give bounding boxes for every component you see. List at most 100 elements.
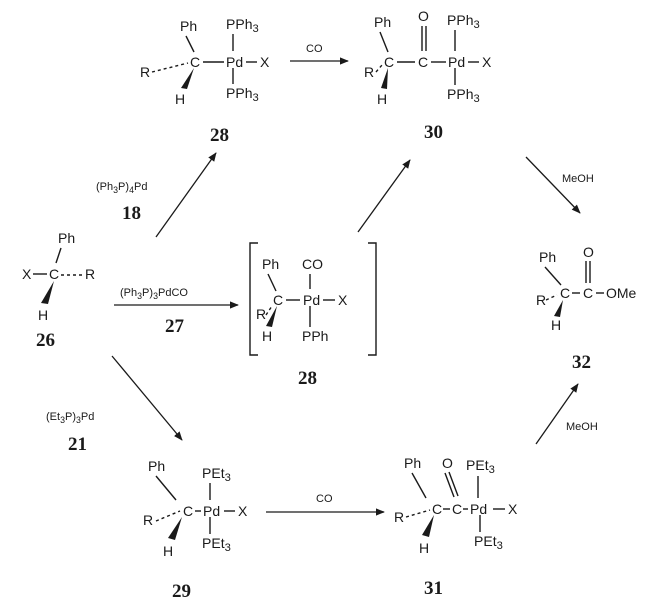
compound-number: 29 bbox=[172, 581, 191, 602]
ligand-bottom-label: PEt3 bbox=[474, 533, 503, 552]
compound-31: Ph R C H C O Pd X PEt3 PEt3 31 bbox=[394, 455, 518, 599]
pd-label: Pd bbox=[448, 54, 465, 70]
compound-28-mid: Ph R C H Pd X CO PPh 28 bbox=[249, 242, 377, 389]
phenyl-label: Ph bbox=[262, 256, 279, 272]
ligand-top-label: PPh3 bbox=[226, 16, 259, 35]
x-label: X bbox=[260, 54, 270, 70]
bond bbox=[411, 472, 427, 499]
meoh-reagent-label: MeOH bbox=[562, 173, 594, 185]
right-bracket bbox=[368, 242, 377, 356]
reagent-18-formula: (Ph3P)4Pd bbox=[96, 181, 147, 195]
ligand-top-label: PPh3 bbox=[447, 12, 480, 31]
phenyl-label: Ph bbox=[404, 455, 421, 471]
reagent-18-number: 18 bbox=[122, 203, 141, 224]
h-label: H bbox=[551, 317, 561, 333]
compound-number: 28 bbox=[298, 368, 317, 389]
carbonyl-carbon-label: C bbox=[452, 501, 462, 517]
reagent-27-formula: (Ph3P)3PdCO bbox=[120, 287, 188, 301]
ligand-bottom-label: PPh3 bbox=[226, 85, 259, 104]
double-bond bbox=[444, 472, 455, 498]
ligand-bottom-label: PPh bbox=[302, 328, 328, 344]
oxygen-label: O bbox=[583, 244, 594, 260]
meoh-reagent-label: MeOH bbox=[566, 421, 598, 433]
pd-label: Pd bbox=[203, 503, 220, 519]
left-bracket bbox=[249, 242, 258, 356]
reagent-21-formula: (Et3P)3Pd bbox=[46, 411, 94, 425]
pd-label: Pd bbox=[226, 54, 243, 70]
r-label: R bbox=[140, 64, 150, 80]
co-reagent-label: CO bbox=[306, 43, 323, 55]
ligand-bottom-label: PEt3 bbox=[202, 535, 231, 554]
carbonyl-carbon-label: C bbox=[583, 285, 593, 301]
ligand-top-label: PEt3 bbox=[202, 465, 231, 484]
wedge-bond bbox=[554, 300, 563, 317]
x-label: X bbox=[338, 292, 348, 308]
wedge-bond bbox=[422, 515, 434, 537]
x-label: X bbox=[482, 54, 492, 70]
x-label: X bbox=[238, 503, 248, 519]
bond bbox=[267, 273, 277, 292]
compound-number: 31 bbox=[424, 578, 443, 599]
arrow-28-to-30-mid bbox=[357, 159, 411, 233]
carbonyl-carbon-label: C bbox=[418, 54, 428, 70]
h-label: H bbox=[175, 91, 185, 107]
compound-number: 28 bbox=[210, 125, 229, 146]
carbon-label: C bbox=[384, 54, 394, 70]
methoxy-label: OMe bbox=[606, 285, 637, 301]
wedge-bond bbox=[168, 517, 182, 540]
x-label: X bbox=[508, 501, 518, 517]
reagent-21-number: 21 bbox=[68, 434, 87, 455]
h-label: H bbox=[377, 91, 387, 107]
r-label: R bbox=[536, 292, 546, 308]
ligand-top-label: CO bbox=[302, 256, 323, 272]
carbon-label: C bbox=[432, 501, 442, 517]
r-label: R bbox=[256, 306, 266, 322]
r-label: R bbox=[143, 512, 153, 528]
reagent-27-number: 27 bbox=[165, 316, 185, 337]
compound-29: Ph R C H Pd X PEt3 PEt3 29 bbox=[143, 458, 248, 602]
arrow-26-to-28 bbox=[155, 152, 217, 238]
arrow-26-to-29 bbox=[111, 355, 183, 441]
arrow-31-to-32 bbox=[535, 383, 579, 445]
compound-28-top: Ph R C H Pd X PPh3 PPh3 28 bbox=[140, 16, 270, 146]
dashed-bond bbox=[265, 305, 273, 316]
r-label: R bbox=[364, 64, 374, 80]
compound-30: Ph R C H C O Pd X PPh3 PPh3 30 bbox=[364, 8, 492, 143]
h-label: H bbox=[262, 328, 272, 344]
co-reagent-label: CO bbox=[316, 493, 333, 505]
pd-label: Pd bbox=[303, 292, 320, 308]
carbon-label: C bbox=[560, 285, 570, 301]
h-label: H bbox=[419, 540, 429, 556]
dashed-bond bbox=[151, 62, 189, 73]
phenyl-label: Ph bbox=[148, 458, 165, 474]
bond bbox=[185, 35, 195, 53]
h-label: H bbox=[163, 543, 173, 559]
h-label: H bbox=[38, 307, 48, 323]
dashed-bond bbox=[545, 294, 558, 301]
phenyl-label: Ph bbox=[180, 18, 197, 34]
bond bbox=[155, 475, 177, 501]
wedge-bond bbox=[266, 306, 277, 327]
oxygen-label: O bbox=[442, 455, 453, 471]
ligand-bottom-label: PPh3 bbox=[447, 86, 480, 105]
phenyl-label: Ph bbox=[374, 14, 391, 30]
bond bbox=[544, 266, 562, 286]
wedge-bond bbox=[381, 68, 388, 89]
bond bbox=[55, 247, 62, 264]
compound-number: 26 bbox=[36, 330, 55, 351]
double-bond bbox=[448, 471, 459, 497]
carbon-label: C bbox=[273, 292, 283, 308]
carbon-label: C bbox=[183, 503, 193, 519]
compound-number: 30 bbox=[424, 122, 443, 143]
bond bbox=[379, 31, 389, 53]
oxygen-label: O bbox=[418, 8, 429, 24]
dashed-bond bbox=[155, 510, 181, 522]
dashed-bond bbox=[375, 64, 383, 73]
phenyl-label: Ph bbox=[58, 230, 75, 246]
dashed-bond bbox=[405, 509, 431, 518]
r-label: R bbox=[394, 509, 404, 525]
x-label: X bbox=[22, 266, 32, 282]
compound-32: Ph R C H C O OMe 32 bbox=[536, 244, 637, 373]
phenyl-label: Ph bbox=[539, 249, 556, 265]
